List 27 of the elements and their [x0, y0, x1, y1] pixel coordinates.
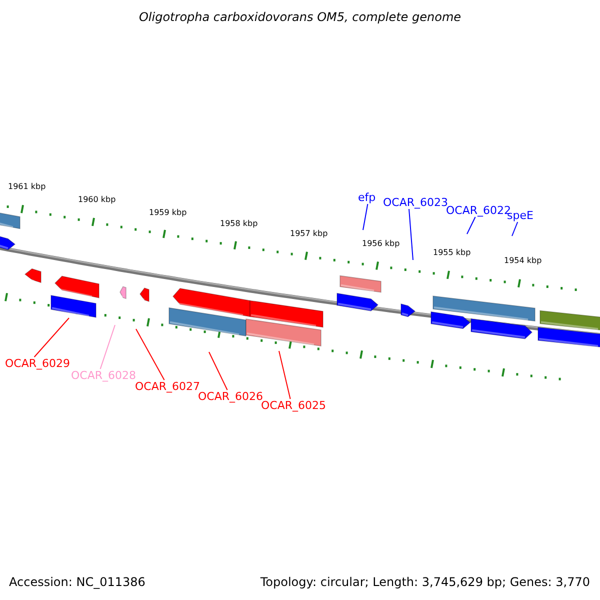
scale-label: 1955 kbp — [433, 249, 471, 257]
scale-label: 1958 kbp — [220, 220, 258, 228]
leader-line — [208, 352, 228, 390]
gene-label: OCAR_6026 — [198, 391, 264, 402]
scale-label: 1954 kbp — [504, 257, 542, 265]
gene-label: OCAR_6028 — [71, 370, 136, 381]
gene-label: OCAR_6029 — [5, 358, 70, 369]
leader-line — [136, 328, 165, 380]
gene-label: OCAR_6027 — [135, 381, 200, 392]
scale-label: 1956 kbp — [362, 240, 400, 248]
scale-label: 1960 kbp — [78, 196, 116, 204]
gene-label: OCAR_6025 — [261, 400, 326, 411]
footer-text: Topology: circular; Length: 3,745,629 bp; Genes: 3,770 — [260, 576, 590, 588]
leader-line — [100, 324, 116, 370]
scale-label: 1957 kbp — [290, 230, 328, 238]
leader-line — [466, 216, 476, 234]
title: Oligotropha carboxidovorans OM5, complete genome — [138, 11, 462, 23]
gene-label: efp — [358, 192, 376, 203]
leader-line — [362, 204, 368, 230]
leader-line — [408, 208, 414, 260]
leader-line — [34, 318, 70, 358]
footer-text: Accession: NC_011386 — [9, 576, 146, 588]
gene-label: OCAR_6023 — [383, 197, 448, 208]
leader-line — [278, 350, 291, 400]
scale-label: 1959 kbp — [149, 209, 187, 217]
leader-line — [512, 222, 518, 236]
scale-label: 1961 kbp — [8, 183, 46, 191]
